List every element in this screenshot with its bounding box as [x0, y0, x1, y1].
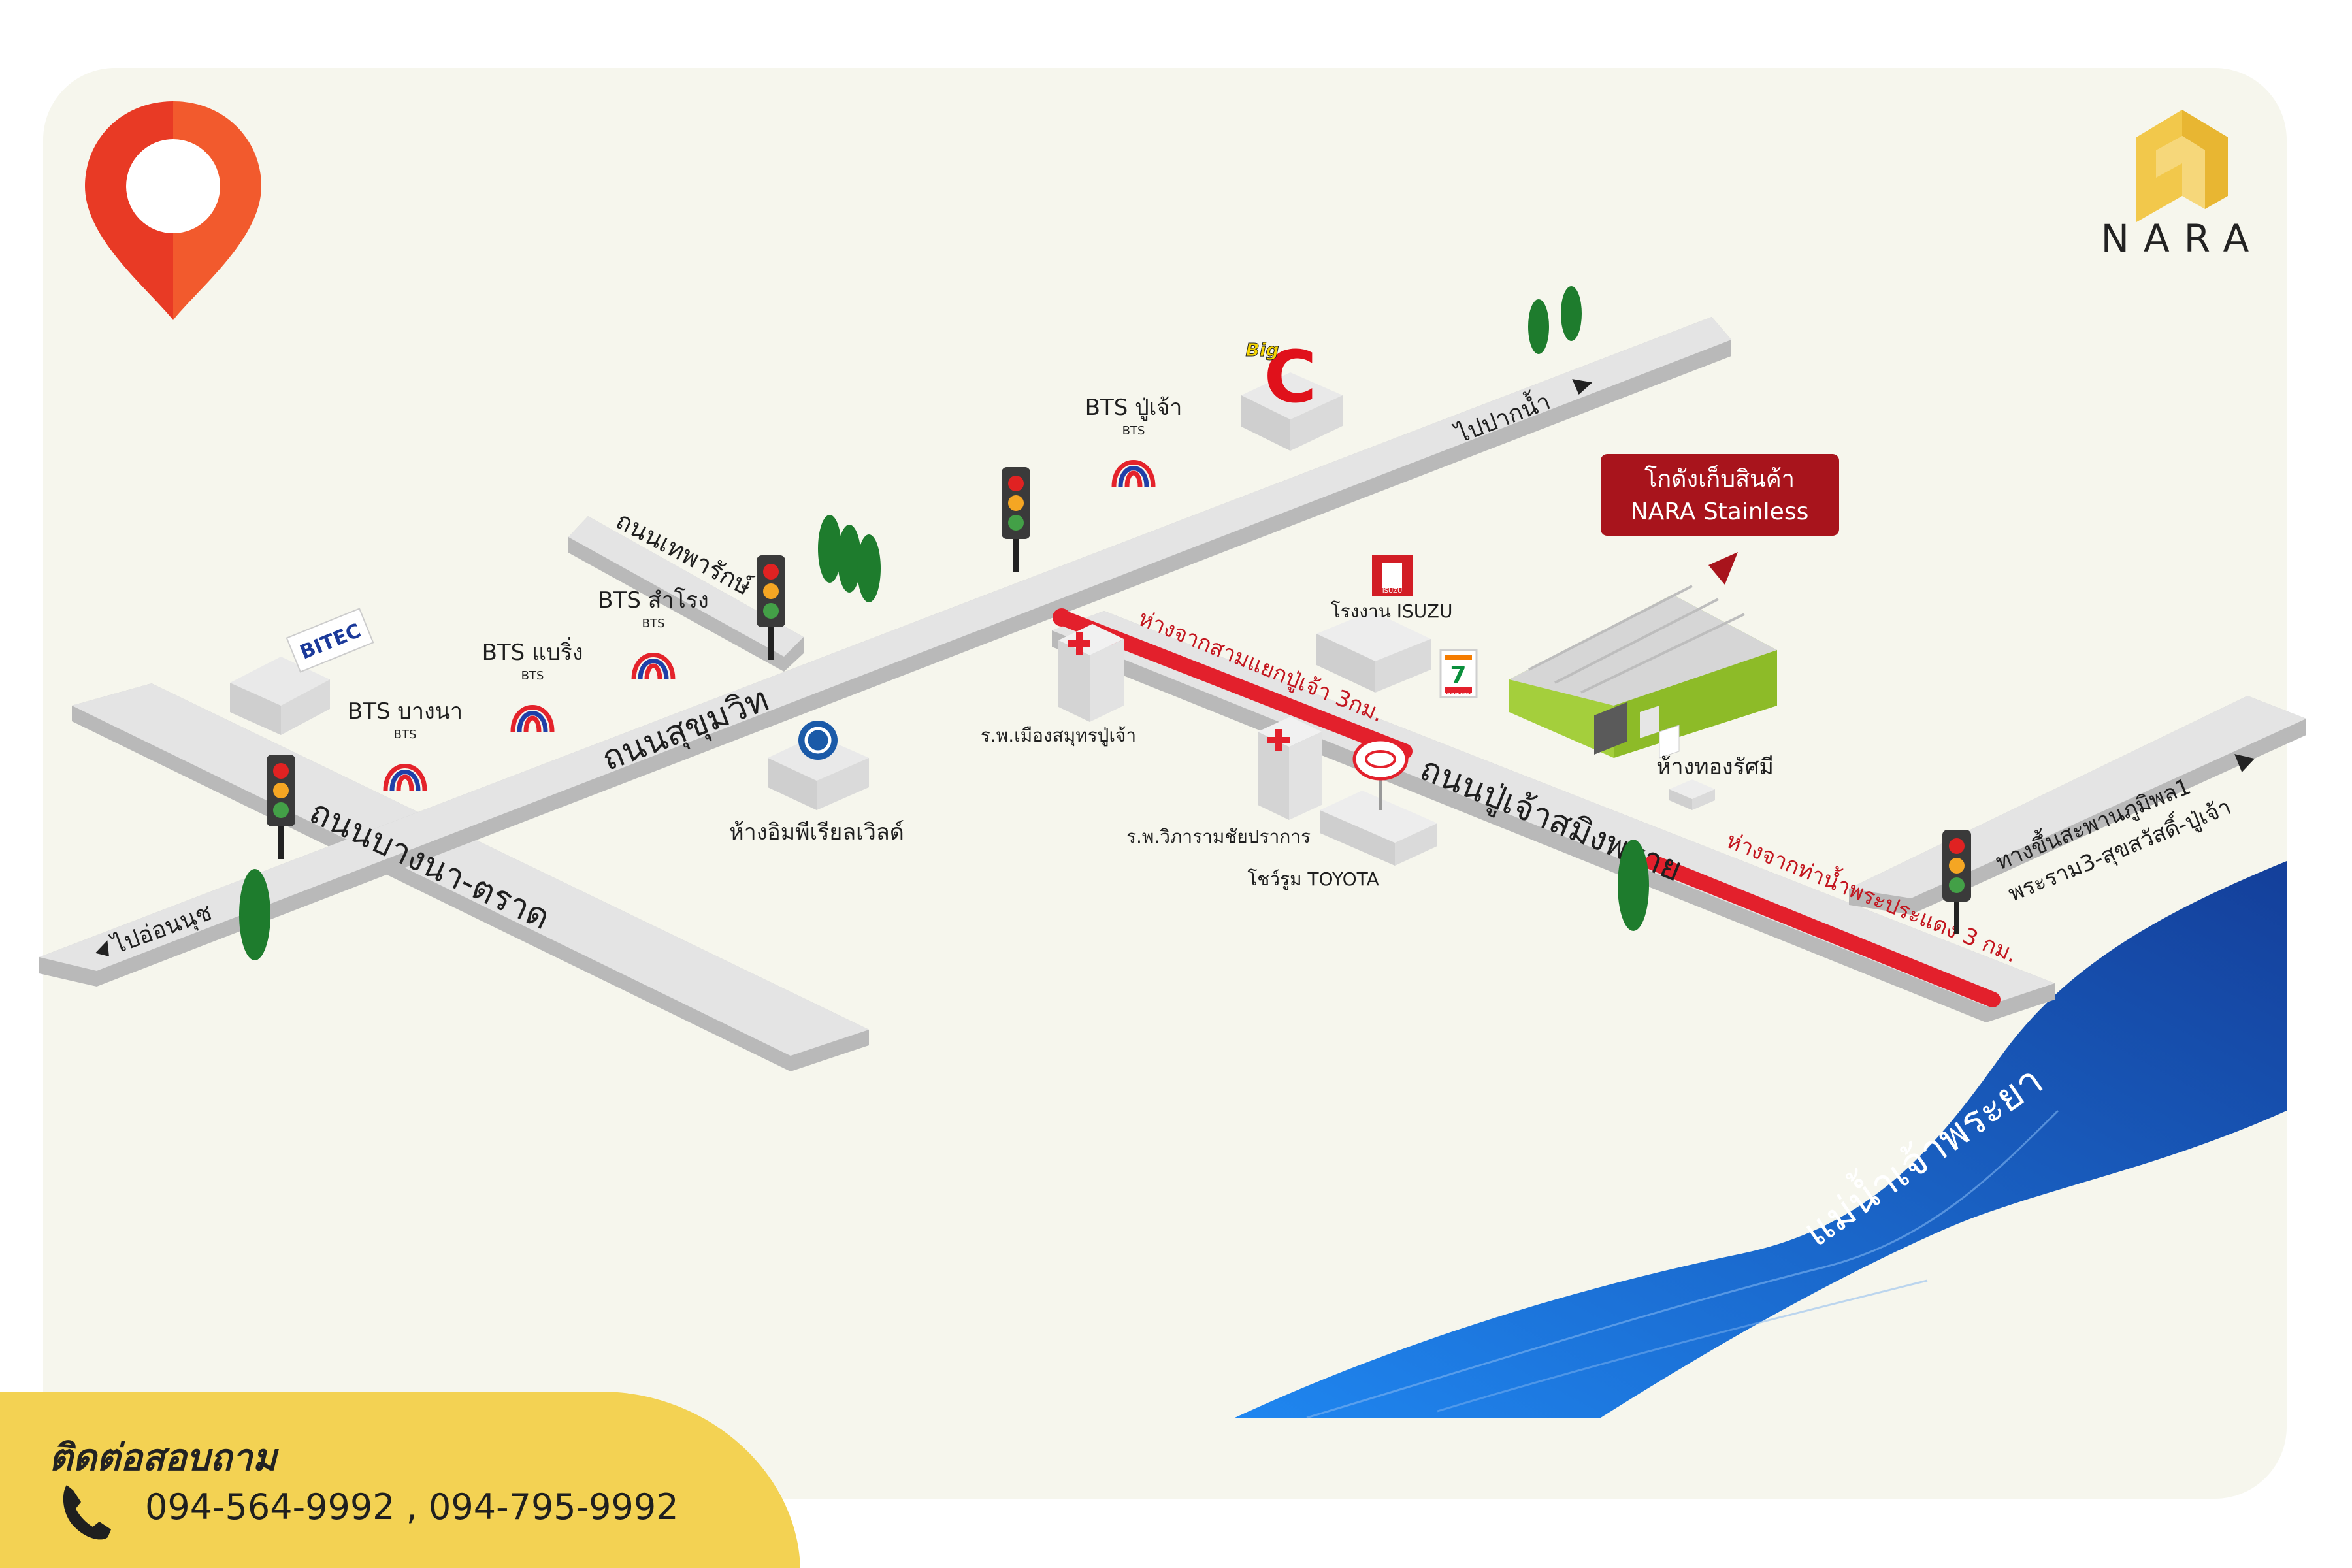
vibharam-hospital-label: ร.พ.วิภารามชัยปราการ: [1126, 826, 1311, 847]
traffic-light-icon: [1002, 467, 1030, 572]
bts-bangna-label: BTS บางนา: [348, 698, 463, 725]
hospital-cross-icon: [1068, 632, 1090, 655]
location-marker-icon: [1708, 552, 1738, 585]
bts-logo-icon: [631, 653, 676, 680]
tree-icon: [857, 534, 881, 602]
tree-icon: [1561, 286, 1582, 341]
muang-hospital-label: ร.พ.เมืองสมุทรปู่เจ้า: [981, 725, 1136, 747]
tree-icon: [1528, 299, 1549, 354]
bts-logo-icon: [510, 705, 555, 732]
warehouse-callout: โกดังเก็บสินค้า NARA Stainless: [1601, 454, 1839, 536]
toyota-label: โชว์รูม TOYOTA: [1247, 868, 1379, 890]
contact-panel: ติดต่อสอบถาม 094-564-9992 , 094-795-9992: [0, 1392, 800, 1568]
tree-icon: [239, 869, 270, 960]
bts-station-samrong: BTS สำโรง BTS: [598, 587, 709, 680]
isuzu-factory: ISUZU โรงงาน ISUZU: [1316, 555, 1452, 693]
map-panel: [43, 68, 2287, 1499]
arrow-right-icon: [2234, 754, 2255, 772]
vibharam-hospital-building: ร.พ.วิภารามชัยปราการ: [1126, 717, 1322, 847]
phone-icon: [63, 1485, 111, 1540]
imperial-world-building: ห้างอิมพีเรียลเวิลด์: [729, 721, 904, 845]
bts-pu-chao-label: BTS ปู่เจ้า: [1085, 395, 1183, 421]
warehouse-label-line2: NARA Stainless: [1631, 498, 1809, 525]
muang-hospital-building: ร.พ.เมืองสมุทรปู่เจ้า: [981, 624, 1136, 747]
bts-station-bearing: BTS แบริ่ง BTS: [482, 637, 583, 732]
toyota-showroom: โชว์รูม TOYOTA: [1247, 738, 1437, 890]
traffic-light-icon: [1942, 830, 1971, 934]
seven-eleven-sign: 7 ELEVEN: [1439, 649, 1478, 698]
bts-logo-text: BTS: [521, 669, 544, 683]
bts-station-pu-chao: BTS ปู่เจ้า BTS: [1085, 395, 1183, 487]
tree-icon: [1618, 840, 1649, 931]
contact-phones[interactable]: 094-564-9992 , 094-795-9992: [145, 1486, 679, 1527]
seven-logo-number: 7: [1450, 662, 1466, 689]
traffic-light-icon: [757, 555, 785, 660]
arrow-right-icon: [1572, 379, 1593, 395]
warehouse-label-line1: โกดังเก็บสินค้า: [1644, 464, 1795, 493]
seven-logo-text: ELEVEN: [1446, 690, 1471, 696]
roads: [39, 317, 2306, 1071]
bigc-building: C Big: [1241, 335, 1343, 451]
bts-logo-text: BTS: [394, 728, 417, 742]
bts-bearing-label: BTS แบริ่ง: [482, 637, 583, 666]
contact-title: ติดต่อสอบถาม: [49, 1437, 279, 1479]
bts-logo-icon: [1111, 460, 1156, 487]
nara-warehouse: [1509, 552, 1777, 759]
bigc-logo-small: Big: [1246, 339, 1279, 361]
hospital-cross-icon: [1267, 729, 1290, 751]
toyota-logo-icon: [1352, 738, 1409, 781]
isuzu-logo-text: ISUZU: [1382, 587, 1403, 595]
bts-logo-text: BTS: [642, 617, 665, 630]
bts-logo-icon: [383, 764, 427, 791]
thongrassamee-label: ห้างทองรัศมี: [1656, 754, 1774, 780]
tree-icon: [818, 515, 841, 583]
nara-logo: NARA: [2101, 110, 2264, 261]
bts-samrong-label: BTS สำโรง: [598, 587, 708, 613]
isuzu-label: โรงงาน ISUZU: [1331, 600, 1453, 622]
bts-logo-text: BTS: [1122, 424, 1145, 438]
tree-icon: [838, 525, 861, 593]
thongrassamee-building: ห้างทองรัศมี: [1656, 754, 1774, 810]
traffic-light-icon: [267, 755, 295, 859]
imperial-logo-icon: [798, 721, 838, 760]
bts-station-bangna: BTS บางนา BTS: [348, 698, 463, 791]
imperial-label: ห้างอิมพีเรียลเวิลด์: [729, 819, 904, 845]
location-pin-icon: [85, 101, 261, 320]
bigc-logo-big: C: [1264, 335, 1317, 419]
nara-logo-text: NARA: [2101, 216, 2264, 261]
arrow-left-icon: [95, 940, 109, 956]
